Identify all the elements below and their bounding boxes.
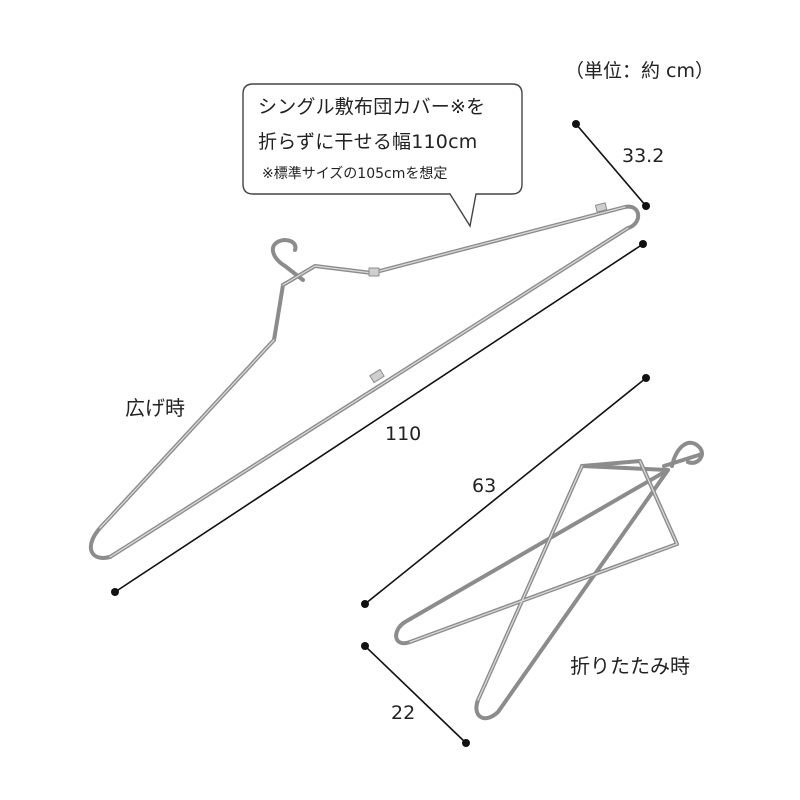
label-open-state: 広げ時 — [125, 396, 185, 420]
dimension-folded-length: 63 — [472, 475, 497, 497]
endpoint-dot — [642, 374, 650, 382]
callout-line-1: シングル敷布団カバー※を — [258, 96, 486, 118]
joint-marker — [594, 202, 608, 213]
endpoint-dot — [361, 600, 369, 608]
callout-bubble — [242, 83, 523, 228]
callout-line-2: 折らずに干せる幅110cm — [258, 131, 478, 153]
joint-marker — [369, 368, 385, 384]
dim-line-top — [575, 123, 647, 207]
label-folded-state: 折りたたみ時 — [570, 654, 690, 678]
dim-line-folded-width — [364, 645, 467, 744]
endpoint-dot — [361, 642, 369, 650]
endpoint-dot — [462, 739, 470, 747]
dim-line-folded-length — [364, 377, 647, 605]
folded-hanger — [394, 440, 704, 721]
dim-line-open-length — [114, 243, 644, 593]
dimension-top-side: 33.2 — [622, 145, 665, 167]
unit-note: （単位：約 cm） — [565, 60, 714, 82]
dimension-folded-width: 22 — [391, 702, 416, 724]
endpoint-dot — [572, 120, 580, 128]
endpoint-dot — [642, 202, 650, 210]
endpoint-dot — [639, 240, 647, 248]
endpoint-dot — [111, 588, 119, 596]
callout-footnote: ※標準サイズの105cmを想定 — [262, 166, 448, 182]
dimension-lines — [114, 123, 647, 744]
dimension-endpoints — [111, 120, 650, 747]
open-hanger — [88, 202, 641, 560]
dimension-open-length: 110 — [385, 423, 422, 445]
joint-marker — [368, 267, 380, 277]
